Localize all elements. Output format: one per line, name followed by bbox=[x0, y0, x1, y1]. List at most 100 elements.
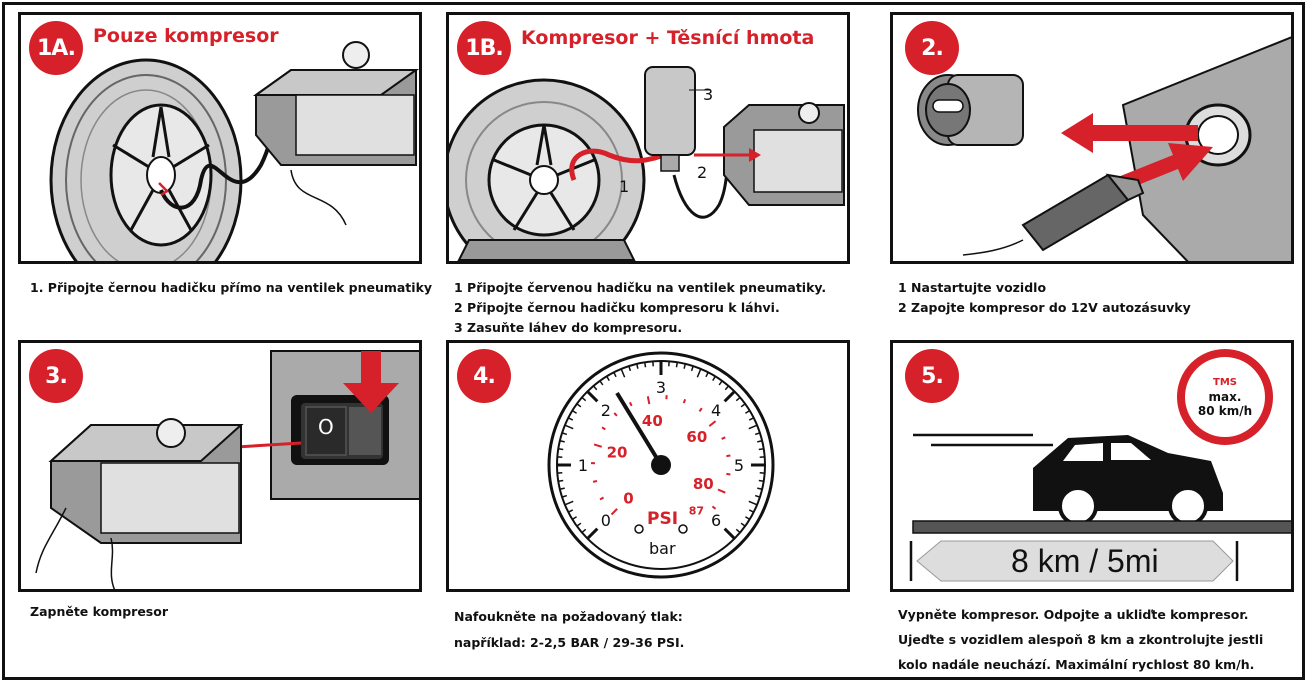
caption-line: 1. Připojte černou hadičku přímo na vent… bbox=[30, 280, 433, 295]
psi-tick bbox=[717, 488, 726, 494]
bar-tick bbox=[558, 447, 564, 451]
bar-tick bbox=[740, 403, 746, 408]
bar-tick bbox=[628, 365, 632, 372]
panel-5: 5. TMS max. 80 km/h 8 km / 5mi bbox=[890, 340, 1294, 592]
caption-line: 3 Zasuňte láhev do kompresoru. bbox=[454, 320, 683, 335]
bar-tick bbox=[696, 368, 702, 378]
psi-tick bbox=[708, 420, 717, 427]
bar-tick bbox=[723, 390, 736, 403]
label-3: 3 bbox=[703, 85, 714, 104]
psi-tick bbox=[646, 396, 651, 405]
speed-badge-top: TMS bbox=[1213, 377, 1237, 388]
bar-tick bbox=[690, 365, 694, 372]
bar-tick-label: 1 bbox=[578, 456, 588, 475]
bar-tick bbox=[564, 424, 574, 430]
bar-tick bbox=[635, 363, 639, 369]
bar-tick bbox=[620, 368, 626, 378]
caption-1a: 1. Připojte černou hadičku přímo na vent… bbox=[30, 278, 432, 298]
bar-tick bbox=[748, 500, 758, 506]
socket-plug-illustration bbox=[917, 36, 1291, 261]
psi-tick bbox=[610, 508, 618, 516]
bar-tick-label: 6 bbox=[711, 511, 721, 530]
caption-1b: 1 Připojte červenou hadičku na ventilek … bbox=[454, 278, 826, 338]
caption-line: 1 Připojte červenou hadičku na ventilek … bbox=[454, 280, 827, 295]
speed-badge-value: 80 km/h bbox=[1197, 404, 1253, 418]
psi-unit-label: PSI bbox=[647, 509, 679, 529]
panel-3: 3. O bbox=[18, 340, 422, 592]
caption-line: Vypněte kompresor. Odpojte a ukliďte kom… bbox=[898, 607, 1249, 622]
bar-tick bbox=[758, 447, 764, 451]
gauge-needle bbox=[615, 391, 663, 467]
psi-tick bbox=[592, 479, 598, 483]
bar-tick bbox=[748, 424, 758, 430]
power-switch-illustration bbox=[35, 350, 419, 589]
caption-line: Ujeďte s vozidlem alespoň 8 km a zkontro… bbox=[898, 632, 1264, 647]
switch-off-label: O bbox=[318, 415, 334, 439]
psi-tick-label: 20 bbox=[607, 443, 628, 461]
bar-tick bbox=[571, 516, 577, 520]
caption-4: Nafoukněte na požadovaný tlak: například… bbox=[454, 604, 684, 656]
bar-tick bbox=[567, 417, 574, 421]
psi-tick-label: 60 bbox=[686, 428, 707, 446]
bar-tick-label: 5 bbox=[734, 456, 744, 475]
bar-tick bbox=[613, 371, 617, 378]
bar-tick bbox=[723, 527, 736, 540]
psi-tick bbox=[721, 436, 726, 440]
panel-2: 2. bbox=[890, 12, 1294, 264]
label-2: 2 bbox=[697, 163, 708, 182]
bar-tick bbox=[564, 500, 574, 506]
caption-line: 2 Zapojte kompresor do 12V autozásuvky bbox=[898, 300, 1191, 315]
psi-tick bbox=[629, 401, 633, 407]
caption-3: Zapněte kompresor bbox=[30, 602, 168, 622]
bar-unit-label: bar bbox=[649, 539, 676, 558]
car-drive-illustration bbox=[909, 433, 1291, 582]
psi-tick-label: 0 bbox=[623, 490, 633, 508]
bar-tick bbox=[718, 380, 723, 386]
bar-tick bbox=[643, 362, 647, 368]
caption-line: například: 2-2,5 BAR / 29-36 PSI. bbox=[454, 635, 685, 650]
bar-tick bbox=[576, 522, 582, 527]
psi-tick bbox=[599, 496, 605, 501]
bar-tick bbox=[745, 410, 751, 414]
bar-tick bbox=[586, 390, 599, 403]
bar-tick bbox=[606, 375, 610, 381]
bar-tick bbox=[561, 494, 568, 498]
bar-tick bbox=[559, 439, 565, 443]
gauge-hub bbox=[651, 455, 671, 475]
caption-5: Vypněte kompresor. Odpojte a ukliďte kom… bbox=[898, 602, 1263, 677]
bar-tick bbox=[561, 432, 568, 436]
bar-tick bbox=[581, 528, 587, 534]
caption-line: kolo nadále neuchází. Maximální rychlost… bbox=[898, 657, 1255, 672]
bar-tick bbox=[712, 375, 716, 381]
psi-tick bbox=[726, 472, 731, 476]
caption-line: 1 Nastartujte vozidlo bbox=[898, 280, 1047, 295]
bar-tick bbox=[735, 528, 741, 534]
caption-line: 2 Připojte černou hadičku kompresoru k l… bbox=[454, 300, 780, 315]
bar-tick-label: 4 bbox=[711, 401, 721, 420]
bar-tick bbox=[754, 494, 761, 498]
panel-1b: 1B. Kompresor + Těsnící hmota 1 2 3 bbox=[446, 12, 850, 264]
bar-tick bbox=[559, 487, 565, 491]
bar-tick bbox=[758, 479, 764, 483]
panel-1b-title: Kompresor + Těsnící hmota bbox=[521, 27, 815, 49]
psi-tick-label: 87 bbox=[689, 504, 704, 517]
psi-tick bbox=[682, 398, 687, 404]
bar-tick bbox=[748, 509, 755, 513]
step-badge-3: 3. bbox=[29, 349, 83, 403]
tire-compressor-illustration bbox=[49, 41, 419, 261]
bar-tick bbox=[745, 516, 751, 520]
step-badge-1a: 1A. bbox=[29, 21, 83, 75]
bar-tick bbox=[581, 396, 587, 402]
bar-tick bbox=[586, 527, 599, 540]
step-badge-2: 2. bbox=[905, 21, 959, 75]
bar-tick bbox=[754, 432, 761, 436]
panel-1a: 1A. Pouze kompresor bbox=[18, 12, 422, 264]
psi-tick bbox=[711, 505, 717, 510]
bar-tick bbox=[592, 385, 598, 391]
psi-tick-label: 40 bbox=[642, 412, 663, 430]
bar-tick bbox=[558, 479, 564, 483]
bar-tick bbox=[757, 439, 763, 443]
